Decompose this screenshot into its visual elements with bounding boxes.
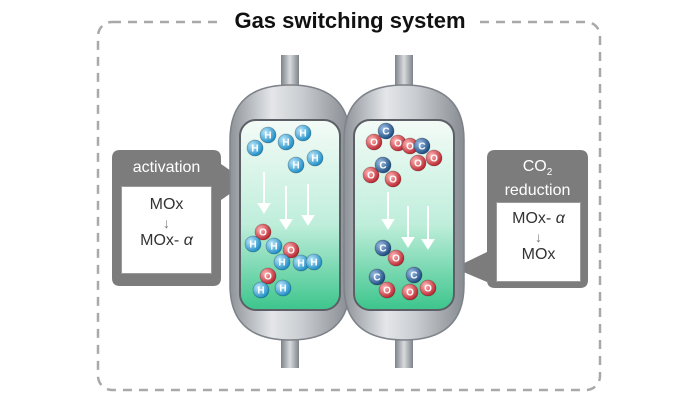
hydrogen-atom: H <box>287 156 305 174</box>
svg-text:O: O <box>383 286 391 297</box>
activation-reaction-box: MOx ↓ MOx- α <box>121 186 212 274</box>
co2-label-co: CO <box>522 158 547 175</box>
svg-text:H: H <box>292 161 299 172</box>
diagram-title: Gas switching system <box>220 6 480 36</box>
co2-reduction-arrow: ↓ <box>535 229 542 245</box>
svg-text:C: C <box>418 142 425 153</box>
svg-text:O: O <box>430 154 438 165</box>
svg-text:H: H <box>299 129 306 140</box>
oxygen-atom: O <box>365 133 383 151</box>
svg-text:O: O <box>287 246 295 257</box>
hydrogen-atom: H <box>277 133 295 151</box>
activation-label: activation <box>132 159 201 176</box>
svg-text:O: O <box>259 228 267 239</box>
hydrogen-atom: H <box>273 253 291 271</box>
carbon-atom: C <box>374 239 392 257</box>
svg-text:C: C <box>379 161 386 172</box>
oxygen-atom: O <box>384 170 402 188</box>
co2-reduction-reaction-box: MOx- α ↓ MOx <box>496 202 581 282</box>
hydrogen-atom: H <box>246 139 264 157</box>
right-inlet-pipe <box>395 55 413 93</box>
activation-product: MOx- α <box>122 231 211 251</box>
hydrogen-atom: H <box>259 126 277 144</box>
oxygen-atom: O <box>259 267 277 285</box>
oxygen-atom: O <box>378 281 396 299</box>
hydrogen-atom: H <box>274 279 292 297</box>
carbon-atom: C <box>368 268 386 286</box>
svg-text:H: H <box>264 131 271 142</box>
svg-text:O: O <box>406 288 414 299</box>
co2-label-reduction: reduction <box>504 182 571 200</box>
oxygen-atom: O <box>401 137 419 155</box>
svg-text:H: H <box>257 286 264 297</box>
svg-text:C: C <box>382 127 389 138</box>
oxygen-atom: O <box>254 223 272 241</box>
activation-product-alpha: α <box>183 232 193 249</box>
svg-text:O: O <box>264 272 272 283</box>
svg-text:O: O <box>367 171 375 182</box>
co2-reduction-product: MOx <box>521 246 556 263</box>
hydrogen-atom: H <box>252 281 270 299</box>
left-inlet-pipe <box>281 55 299 93</box>
system-boundary <box>96 20 602 392</box>
svg-text:O: O <box>389 175 397 186</box>
hydrogen-atom: H <box>306 149 324 167</box>
carbon-atom: C <box>413 137 431 155</box>
co2-reduction-reactant: MOx- α <box>497 209 580 229</box>
co2-reactant-alpha: α <box>555 210 565 227</box>
activation-arrow: ↓ <box>163 215 170 231</box>
hydrogen-atom: H <box>244 235 262 253</box>
activation-product-base: MOx- <box>140 232 180 249</box>
activation-reactant: MOx <box>149 196 184 213</box>
svg-text:H: H <box>249 240 256 251</box>
oxygen-atom: O <box>409 154 427 172</box>
svg-text:H: H <box>270 242 277 253</box>
svg-text:O: O <box>370 138 378 149</box>
hydrogen-atom: H <box>265 237 283 255</box>
carbon-atom: C <box>405 266 423 284</box>
oxygen-atom: O <box>425 149 443 167</box>
svg-text:H: H <box>297 259 304 270</box>
svg-text:H: H <box>279 284 286 295</box>
svg-text:O: O <box>406 142 414 153</box>
svg-text:C: C <box>410 271 417 282</box>
svg-text:O: O <box>424 284 432 295</box>
svg-text:H: H <box>251 144 258 155</box>
left-flow-arrows <box>257 172 315 230</box>
oxygen-atom: O <box>282 241 300 259</box>
svg-text:O: O <box>392 254 400 265</box>
oxygen-atom: O <box>401 283 419 301</box>
oxygen-atom: O <box>387 249 405 267</box>
oxygen-atom: O <box>362 166 380 184</box>
svg-text:C: C <box>373 273 380 284</box>
right-flow-arrows <box>381 192 435 250</box>
hydrogen-atom: H <box>292 254 310 272</box>
oxygen-atom: O <box>419 279 437 297</box>
co2-reactant-base: MOx- <box>512 210 552 227</box>
svg-text:H: H <box>278 258 285 269</box>
co2-label-subscript: 2 <box>546 167 553 179</box>
hydrogen-atom: H <box>305 253 323 271</box>
svg-text:C: C <box>379 244 386 255</box>
carbon-atom: C <box>374 156 392 174</box>
svg-text:O: O <box>394 139 402 150</box>
svg-text:O: O <box>414 159 422 170</box>
co2-reduction-label: CO2 reduction <box>487 158 588 200</box>
svg-text:H: H <box>310 258 317 269</box>
hydrogen-atom: H <box>294 124 312 142</box>
svg-text:H: H <box>282 138 289 149</box>
svg-text:H: H <box>311 154 318 165</box>
carbon-atom: C <box>377 122 395 140</box>
